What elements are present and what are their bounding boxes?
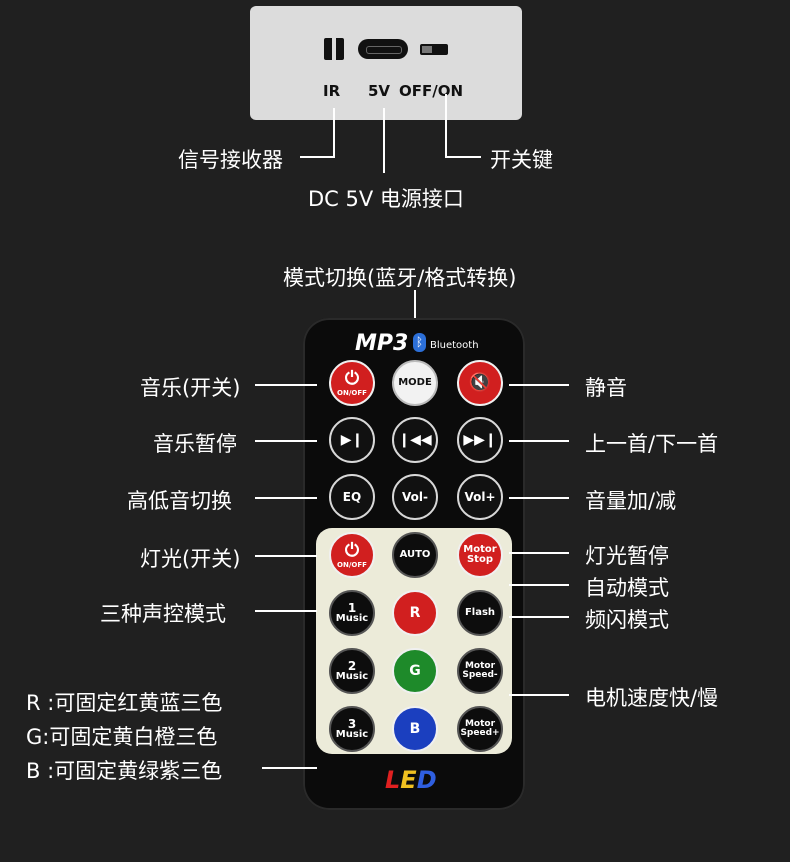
ir-receiver-label: 信号接收器 xyxy=(178,148,283,172)
dc-port-label: 5V xyxy=(368,82,391,100)
eq-label: 高低音切换 xyxy=(127,489,232,513)
motor-speed-up-button[interactable]: Motor Speed+ xyxy=(457,706,503,752)
blue-color-button[interactable]: B xyxy=(392,706,438,752)
motor-speed-down-button[interactable]: Motor Speed- xyxy=(457,648,503,694)
flash-mode-label: 频闪模式 xyxy=(585,608,669,632)
usb-c-port-icon xyxy=(358,39,408,59)
music-power-label: 音乐(开关) xyxy=(140,376,241,400)
ir-port-label: IR xyxy=(323,82,341,100)
light-power-button[interactable]: ⏻ ON/OFF xyxy=(329,532,375,578)
power-switch-label: 开关键 xyxy=(490,148,553,172)
play-pause-button[interactable]: ▶❙ xyxy=(329,417,375,463)
b-description: B :可固定黄绿紫三色 xyxy=(26,759,223,783)
flash-button[interactable]: Flash xyxy=(457,590,503,636)
music-power-button[interactable]: ⏻ ON/OFF xyxy=(329,360,375,406)
volume-down-button[interactable]: Vol- xyxy=(392,474,438,520)
motor-speed-label: 电机速度快/慢 xyxy=(585,686,719,710)
eq-button[interactable]: EQ xyxy=(329,474,375,520)
mute-icon: 🔇 xyxy=(468,372,492,393)
green-color-button[interactable]: G xyxy=(392,648,438,694)
power-icon: ⏻ xyxy=(344,367,360,389)
led-logo: LED xyxy=(385,766,437,794)
volume-up-button[interactable]: Vol+ xyxy=(457,474,503,520)
sound-modes-label: 三种声控模式 xyxy=(100,602,226,626)
music-mode-2-button[interactable]: 2 Music xyxy=(329,648,375,694)
motor-stop-button[interactable]: Motor Stop xyxy=(457,532,503,578)
mute-button[interactable]: 🔇 xyxy=(457,360,503,406)
previous-track-button[interactable]: ❙◀◀ xyxy=(392,417,438,463)
music-mode-1-button[interactable]: 1 Music xyxy=(329,590,375,636)
bluetooth-icon: ᛒ xyxy=(413,333,426,352)
previous-icon: ❙◀◀ xyxy=(398,432,432,448)
play-pause-icon: ▶❙ xyxy=(340,432,364,448)
switch-port-label: OFF/ON xyxy=(399,82,464,100)
next-track-button[interactable]: ▶▶❙ xyxy=(457,417,503,463)
prev-next-label: 上一首/下一首 xyxy=(585,432,719,456)
light-power-label: 灯光(开关) xyxy=(140,547,241,571)
power-icon: ⏻ xyxy=(344,539,360,561)
light-pause-label: 灯光暂停 xyxy=(585,544,669,568)
brand-logo: MP3 xyxy=(355,331,409,356)
music-mode-3-button[interactable]: 3 Music xyxy=(329,706,375,752)
device-port-panel: IR 5V OFF/ON xyxy=(250,6,522,120)
volume-label: 音量加/减 xyxy=(585,489,677,513)
auto-button[interactable]: AUTO xyxy=(392,532,438,578)
r-description: R :可固定红黄蓝三色 xyxy=(26,691,223,715)
mode-button[interactable]: MODE xyxy=(392,360,438,406)
red-color-button[interactable]: R xyxy=(392,590,438,636)
mute-label: 静音 xyxy=(585,376,627,400)
dc-port-callout-label: DC 5V 电源接口 xyxy=(308,187,464,211)
music-pause-label: 音乐暂停 xyxy=(153,432,237,456)
ir-receiver-icon xyxy=(324,38,344,60)
next-icon: ▶▶❙ xyxy=(463,432,497,448)
bluetooth-text: Bluetooth xyxy=(430,340,479,351)
power-switch[interactable] xyxy=(420,44,448,55)
auto-mode-label: 自动模式 xyxy=(585,576,669,600)
mode-switch-label: 模式切换(蓝牙/格式转换) xyxy=(283,266,517,290)
g-description: G:可固定黄白橙三色 xyxy=(26,725,218,749)
